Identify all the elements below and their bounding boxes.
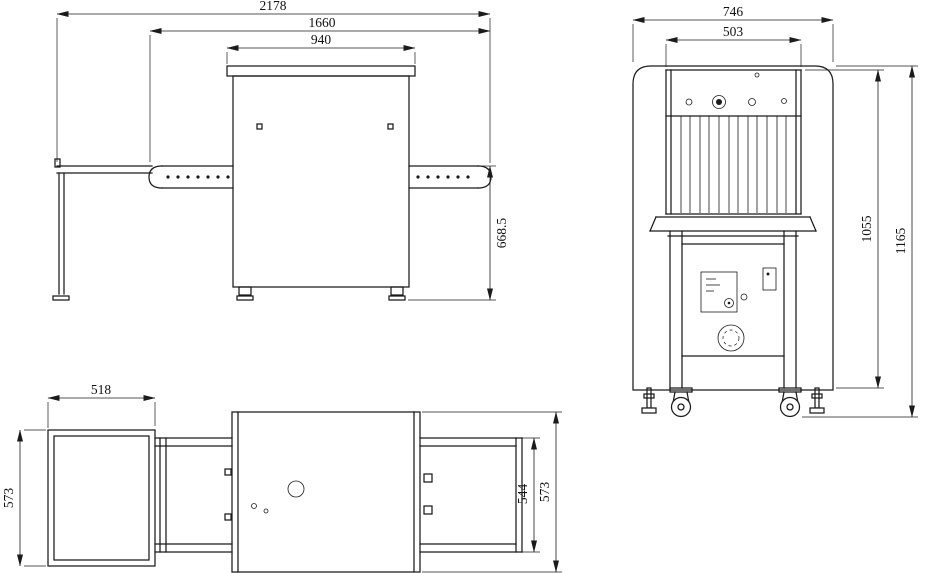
hinge-top bbox=[224, 468, 232, 476]
dim-tunnel-width: 503 bbox=[723, 24, 744, 39]
small-plate bbox=[762, 267, 777, 291]
emergency-stop-button bbox=[712, 95, 726, 109]
indicator-lamp-1 bbox=[685, 98, 693, 106]
top-cover bbox=[226, 65, 416, 77]
top-view-dimensions: 518 573 544 573 bbox=[1, 382, 562, 573]
fan-blade-circle bbox=[722, 329, 740, 347]
side-view: 2178 1660 940 668.5 bbox=[52, 0, 509, 301]
leg-right bbox=[390, 286, 404, 296]
dim-entry-table-length: 518 bbox=[91, 382, 112, 397]
dim-overall-depth-left: 573 bbox=[1, 488, 16, 509]
panel-bolt-left bbox=[256, 123, 263, 130]
table-foot bbox=[52, 295, 70, 301]
table-end-stop bbox=[54, 158, 61, 168]
indicator-lamp-2 bbox=[748, 98, 756, 106]
rating-label bbox=[700, 271, 738, 313]
front-view: 746 503 1055 1165 bbox=[632, 4, 918, 418]
grommet bbox=[740, 293, 748, 301]
dim-overall-height: 1165 bbox=[893, 228, 908, 255]
side-view-dimensions: 2178 1660 940 668.5 bbox=[56, 0, 509, 301]
foot-left bbox=[236, 295, 254, 301]
dim-cabinet-height: 1055 bbox=[859, 215, 874, 242]
entry-table-side bbox=[52, 158, 153, 301]
scanner-body-side bbox=[226, 65, 416, 301]
entry-belt-plan bbox=[154, 437, 233, 553]
levelling-foot-right bbox=[809, 387, 825, 414]
caster-wheel-right bbox=[779, 396, 801, 418]
top-view: 518 573 544 573 bbox=[1, 382, 562, 573]
caster-right bbox=[778, 387, 802, 418]
scanner-body-plan bbox=[224, 411, 421, 573]
entry-table-plan bbox=[47, 429, 156, 567]
caster-wheel-left bbox=[670, 396, 692, 418]
exit-conveyor-side bbox=[408, 165, 492, 189]
clip-top bbox=[423, 473, 433, 483]
cabinet-side bbox=[232, 75, 410, 288]
fan-housing bbox=[717, 324, 745, 352]
key-switch-icon bbox=[754, 72, 760, 78]
indicator-lamp-3 bbox=[781, 98, 787, 104]
dim-conveyor-length: 1660 bbox=[309, 15, 336, 30]
dim-belt-height: 668.5 bbox=[494, 218, 509, 249]
leg-left bbox=[238, 286, 252, 296]
service-port bbox=[287, 480, 305, 498]
bolt-hole-1 bbox=[251, 503, 257, 509]
cabinet-shell-front bbox=[632, 65, 834, 391]
under-frame bbox=[669, 230, 797, 389]
exit-conveyor-plan bbox=[419, 437, 523, 553]
panel-bolt-right bbox=[387, 123, 394, 130]
hinge-bottom bbox=[224, 513, 232, 521]
tunnel-frame bbox=[665, 69, 802, 215]
conveyor-bed-front bbox=[649, 216, 817, 237]
label-seal bbox=[724, 298, 734, 308]
front-view-dimensions: 746 503 1055 1165 bbox=[632, 4, 918, 418]
dim-overall-length: 2178 bbox=[260, 0, 287, 13]
caster-left bbox=[669, 387, 693, 418]
clip-bottom bbox=[423, 505, 433, 515]
lead-curtains bbox=[680, 116, 787, 213]
bolt-hole-2 bbox=[263, 508, 269, 514]
dim-overall-depth-right: 573 bbox=[537, 482, 552, 503]
entry-conveyor-side bbox=[148, 165, 234, 189]
levelling-foot-left bbox=[641, 387, 657, 414]
foot-right bbox=[388, 295, 406, 301]
dim-body-length: 940 bbox=[311, 32, 332, 47]
dim-overall-width: 746 bbox=[723, 4, 744, 19]
